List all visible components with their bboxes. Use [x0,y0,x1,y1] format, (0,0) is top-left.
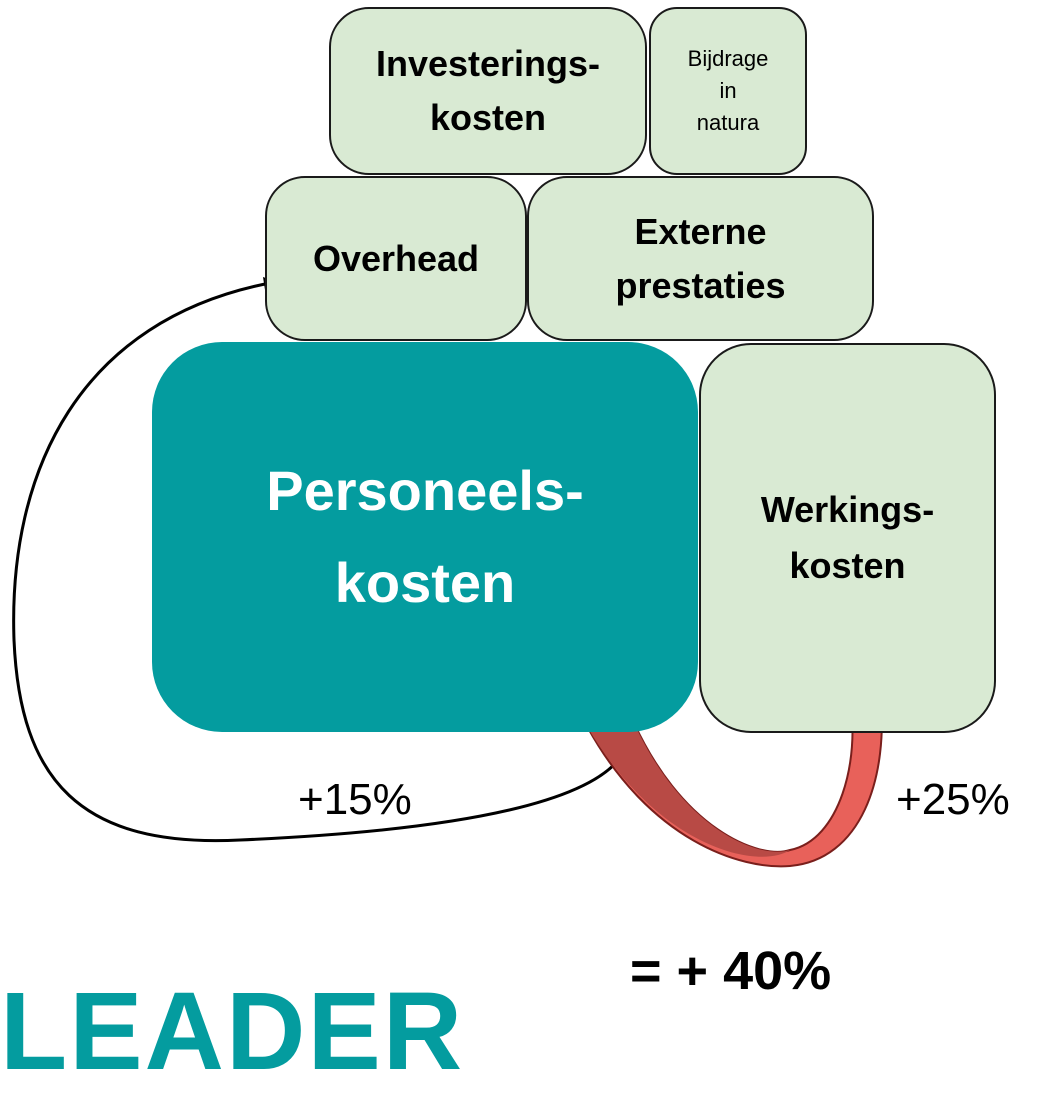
overhead-curve-arrow [12,281,627,843]
bijdrage-line-1: Bijdrage [687,46,769,72]
externe-line-2: prestaties [615,264,786,306]
bijdrage-in-natura-box: Bijdrage in natura [649,7,807,175]
werking-arrow-shadow [588,714,790,857]
personeelskosten-line-2: kosten [334,551,516,614]
investeringskosten-line-2: kosten [429,97,547,138]
total-percentage: = + 40% [630,941,832,1001]
investeringskosten-box: Investerings- kosten [329,7,647,175]
externe-prestaties-box: Externe prestaties [527,176,874,341]
overhead-box: Overhead [265,176,527,341]
personeelskosten-line-1: Personeels- [266,458,584,522]
overhead-percentage: +15% [298,775,412,824]
bijdrage-line-3: natura [696,109,760,135]
leader-logo: LEADER [0,970,465,1093]
werking-percentage: +25% [896,775,1010,824]
bijdrage-line-2: in [719,78,737,104]
personeelskosten-box: Personeels- kosten [152,342,698,732]
externe-line-1: Externe [634,210,767,252]
investeringskosten-line-1: Investerings- [375,43,601,84]
werkingskosten-line-1: Werkings- [760,489,935,531]
overhead-label: Overhead [312,237,480,279]
werkingskosten-box: Werkings- kosten [699,343,996,733]
werkingskosten-line-2: kosten [789,545,906,586]
